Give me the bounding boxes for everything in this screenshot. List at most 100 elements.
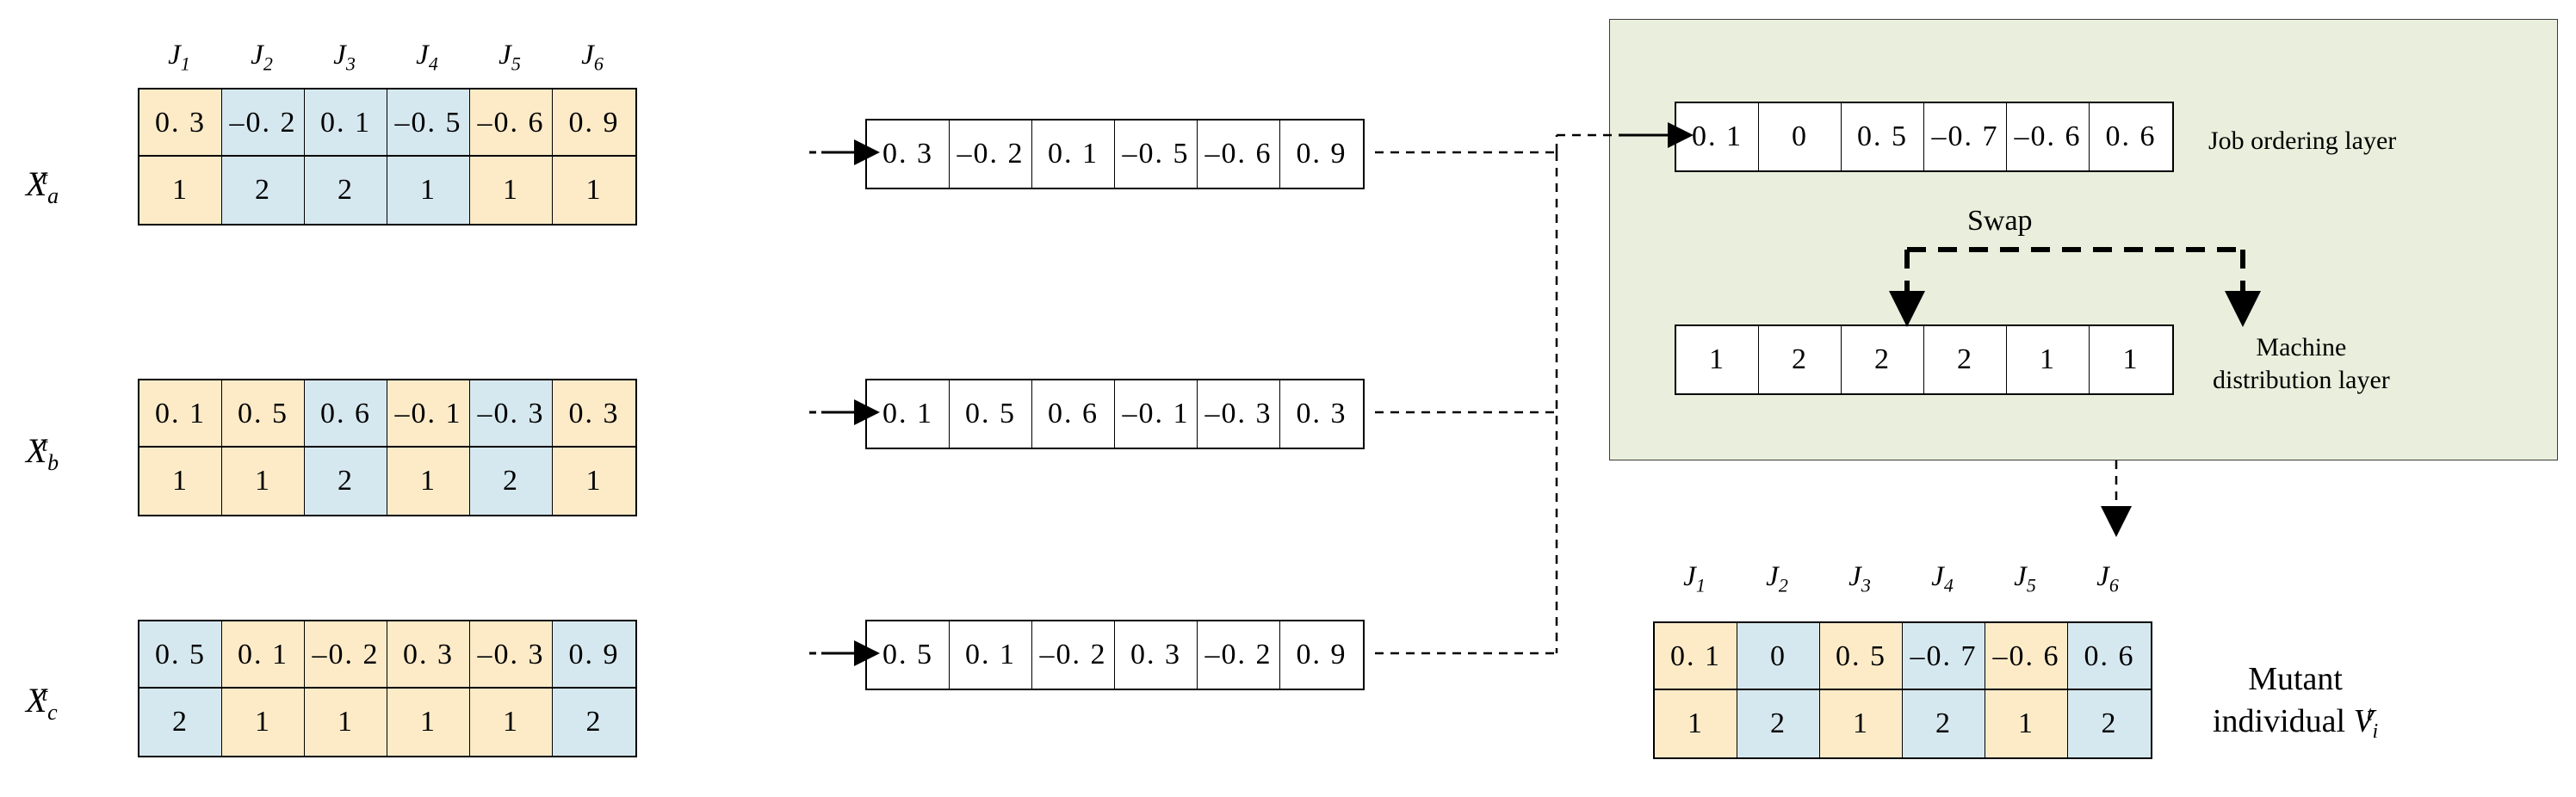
label-xa-base: X [26, 164, 47, 203]
matrix-xb-r1-c1: 0. 1 [139, 380, 222, 448]
matrix-mutant-r1-c1: 0. 1 [1655, 623, 1737, 690]
job-ordering-cell-1: 0. 1 [1676, 103, 1759, 170]
vector-xc-ordering-cell-4: 0. 3 [1115, 621, 1198, 689]
job-ordering-cell-4: –0. 7 [1924, 103, 2007, 170]
matrix-xb-r1-c6: 0. 3 [553, 380, 635, 448]
matrix-xb-r2-c2: 1 [222, 448, 305, 515]
machine-distribution-cell-6: 1 [2090, 326, 2172, 393]
machine-distribution-cell-2: 2 [1759, 326, 1842, 393]
matrix-xb-r2-c6: 1 [553, 448, 635, 515]
job-header-letter: J [1683, 561, 1696, 592]
matrix-xc-r2-c2: 1 [222, 689, 305, 756]
matrix-xb-r2-c1: 1 [139, 448, 222, 515]
job-header-5: J5 [1984, 561, 2066, 597]
matrix-mutant-r2-c3: 1 [1820, 690, 1903, 757]
mutant-label-line2: individual Vti [2213, 701, 2378, 745]
label-xc-sup: t [41, 683, 48, 706]
label-xb-sub: b [47, 450, 59, 476]
matrix-xa-r2-c1: 1 [139, 157, 222, 224]
job-header-index: 4 [1943, 574, 1954, 596]
vector-xb-ordering-cell-4: –0. 1 [1115, 380, 1198, 448]
matrix-xb-r1-c5: –0. 3 [470, 380, 553, 448]
mutant-label-prefix: individual [2213, 703, 2354, 740]
job-header-index: 1 [1695, 574, 1706, 596]
vector-xa-ordering-cell-1: 0. 3 [867, 120, 950, 188]
mutant-sup: t [2366, 703, 2373, 726]
mutant-sub: i [2372, 720, 2379, 744]
vector-xc-ordering-cell-1: 0. 5 [867, 621, 950, 689]
vector-xb-ordering-cell-1: 0. 1 [867, 380, 950, 448]
job-header-index: 1 [180, 53, 190, 75]
job-header-6: J6 [2066, 561, 2149, 597]
job-ordering-cell-5: –0. 6 [2007, 103, 2090, 170]
matrix-xc-r2-c6: 2 [553, 689, 635, 756]
matrix-mutant-r1-c5: –0. 6 [1985, 623, 2068, 690]
job-header-1: J1 [1653, 561, 1736, 597]
matrix-xc-r1-c5: –0. 3 [470, 621, 553, 689]
label-xa-sub: a [47, 183, 59, 209]
arrowhead-panel-to-mutant [2101, 506, 2132, 537]
job-header-letter: J [1848, 561, 1861, 592]
job-header-4: J4 [1901, 561, 1984, 597]
job-header-1: J1 [138, 40, 220, 76]
job-header-letter: J [2014, 561, 2027, 592]
matrix-xb-r2-c5: 2 [470, 448, 553, 515]
job-header-letter: J [498, 40, 511, 71]
job-header-2: J2 [220, 40, 303, 76]
job-header-index: 6 [2108, 574, 2119, 596]
matrix-xa-r1-c2: –0. 2 [222, 90, 305, 157]
job-header-letter: J [333, 40, 346, 71]
vector-xc-ordering-cell-2: 0. 1 [950, 621, 1032, 689]
matrix-xa-r1-c1: 0. 3 [139, 90, 222, 157]
label-xb: Xtb [26, 430, 59, 476]
job-header-index: 5 [2026, 574, 2036, 596]
machine-distribution-cell-5: 1 [2007, 326, 2090, 393]
vector-xb-ordering-cell-2: 0. 5 [950, 380, 1032, 448]
mutant-label-line1: Mutant [2248, 661, 2343, 697]
job-header-3: J3 [1818, 561, 1901, 597]
job-ordering-cell-2: 0 [1759, 103, 1842, 170]
matrix-xb-r1-c2: 0. 5 [222, 380, 305, 448]
matrix-mutant-r2-c1: 1 [1655, 690, 1737, 757]
machine-label-line1: Machine [2256, 333, 2347, 361]
matrix-xc-r1-c1: 0. 5 [139, 621, 222, 689]
matrix-mutant-r1-c4: –0. 7 [1903, 623, 1985, 690]
label-xc-sub: c [47, 700, 58, 726]
machine-label-line2: distribution layer [2213, 365, 2390, 394]
matrix-mutant-r2-c4: 2 [1903, 690, 1985, 757]
job-header-index: 5 [511, 53, 521, 75]
job-header-2: J2 [1736, 561, 1818, 597]
job-header-letter: J [2096, 561, 2109, 592]
label-xc: Xtc [26, 680, 58, 726]
vector-xb-ordering-cell-5: –0. 3 [1198, 380, 1280, 448]
label-xa-sup: t [41, 166, 48, 189]
job-header-letter: J [416, 40, 429, 71]
matrix-xc-r2-c1: 2 [139, 689, 222, 756]
job-header-index: 2 [263, 53, 273, 75]
matrix-xc-r1-c3: –0. 2 [305, 621, 387, 689]
matrix-mutant-r2-c6: 2 [2068, 690, 2151, 757]
job-header-letter: J [1766, 561, 1779, 592]
matrix-xa-r1-c3: 0. 1 [305, 90, 387, 157]
machine-distribution-cell-3: 2 [1842, 326, 1924, 393]
job-ordering-cell-6: 0. 6 [2090, 103, 2172, 170]
matrix-xa-r1-c5: –0. 6 [470, 90, 553, 157]
job-header-index: 3 [1861, 574, 1871, 596]
matrix-mutant-r1-c3: 0. 5 [1820, 623, 1903, 690]
